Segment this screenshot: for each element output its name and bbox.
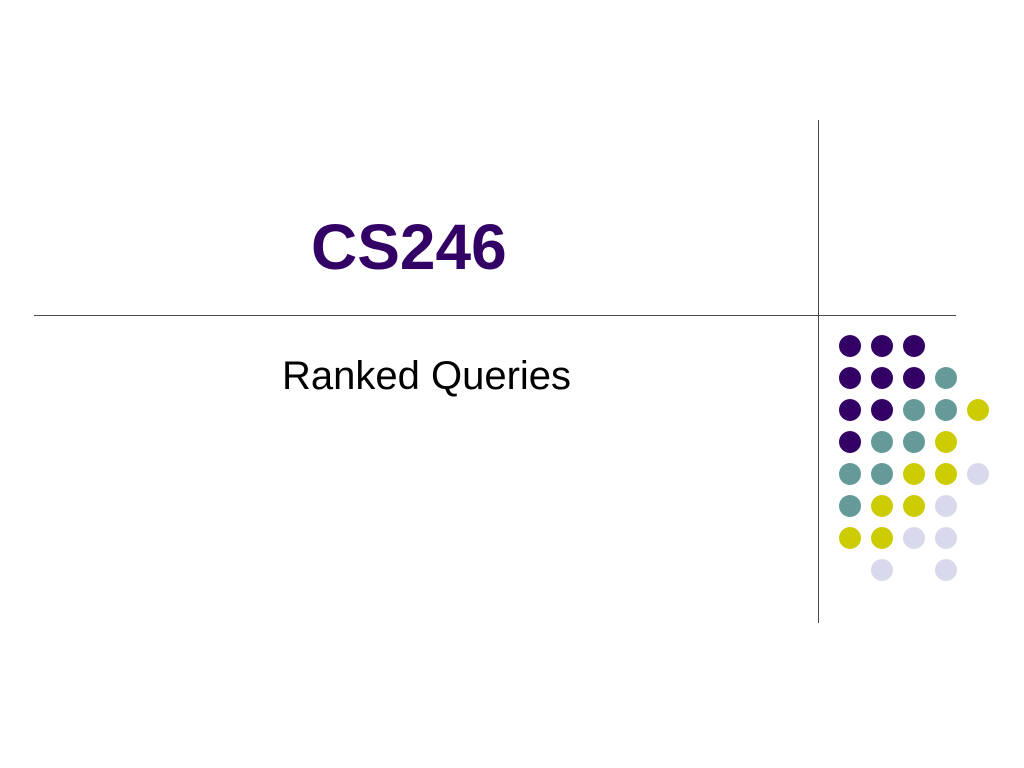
- horizontal-rule: [34, 315, 956, 316]
- dot-lavender: [935, 495, 957, 517]
- dot-lavender: [871, 559, 893, 581]
- dot-teal: [839, 495, 861, 517]
- dot-olive: [903, 495, 925, 517]
- slide-title: CS246: [311, 211, 507, 283]
- dot-lavender: [903, 527, 925, 549]
- dot-olive: [839, 527, 861, 549]
- vertical-rule: [818, 120, 819, 623]
- dot-teal: [871, 431, 893, 453]
- dot-teal: [903, 431, 925, 453]
- dot-purple: [871, 399, 893, 421]
- dot-purple: [871, 367, 893, 389]
- dot-teal: [935, 367, 957, 389]
- dot-purple: [839, 399, 861, 421]
- dot-purple: [903, 367, 925, 389]
- dot-olive: [871, 527, 893, 549]
- dot-olive: [935, 431, 957, 453]
- dot-olive: [967, 399, 989, 421]
- dot-purple: [839, 431, 861, 453]
- dot-teal: [903, 399, 925, 421]
- dot-teal: [871, 463, 893, 485]
- dot-lavender: [935, 559, 957, 581]
- dot-olive: [935, 463, 957, 485]
- dot-purple: [839, 367, 861, 389]
- slide-subtitle: Ranked Queries: [282, 354, 572, 398]
- dot-purple: [871, 335, 893, 357]
- dot-lavender: [967, 463, 989, 485]
- dot-olive: [903, 463, 925, 485]
- dot-teal: [839, 463, 861, 485]
- dot-teal: [935, 399, 957, 421]
- dot-purple: [839, 335, 861, 357]
- dot-purple: [903, 335, 925, 357]
- dot-lavender: [935, 527, 957, 549]
- dot-olive: [871, 495, 893, 517]
